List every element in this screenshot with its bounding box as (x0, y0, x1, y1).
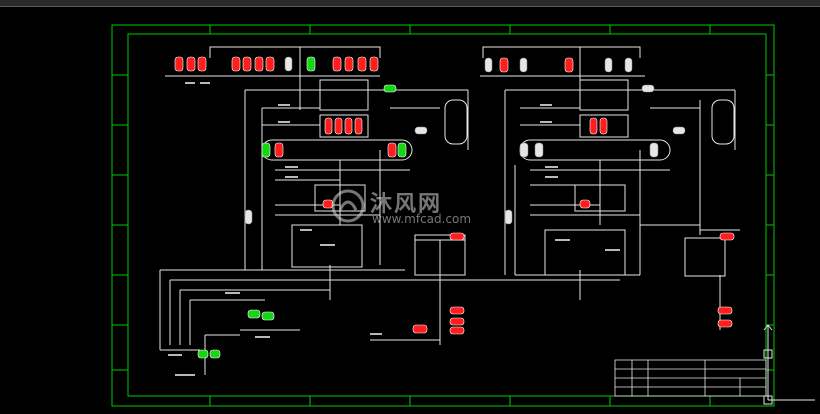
valve-icon (564, 57, 574, 73)
valve-icon (274, 142, 284, 158)
valve-icon (579, 199, 591, 209)
separator-right (574, 184, 626, 212)
vessel-right (711, 99, 735, 145)
valve-icon (231, 56, 241, 72)
box-right (544, 229, 626, 276)
tag-labels (168, 82, 620, 376)
drawing-frame (111, 24, 775, 407)
valve-icon (519, 142, 529, 158)
valve-icon (534, 142, 544, 158)
unit-right-small (684, 237, 726, 277)
valve-icon (649, 142, 659, 158)
valve-icon (499, 57, 509, 73)
valve-icon (604, 57, 613, 73)
valve-icon (254, 56, 264, 72)
valve-icon (261, 142, 271, 158)
valve-icon (641, 84, 655, 93)
valve-icon (484, 57, 493, 73)
valve-icon (242, 56, 252, 72)
valve-icon (324, 117, 333, 135)
box-left (291, 224, 363, 268)
valve-icon (717, 319, 733, 328)
valve-icon (449, 317, 465, 326)
valve-icon (589, 117, 598, 135)
ucs-axis-icon (763, 324, 815, 405)
reactor-mid-right (579, 114, 629, 138)
unit-left-small (414, 234, 466, 276)
reactor-top-left (319, 79, 369, 111)
valve-icon (354, 117, 363, 135)
valve-cluster-green[interactable] (197, 56, 407, 359)
valve-icon (672, 126, 686, 135)
valve-icon (719, 232, 735, 241)
valve-icon (332, 56, 342, 72)
equipment (261, 79, 735, 277)
valve-icon (387, 142, 397, 158)
valve-cluster-white[interactable] (244, 56, 686, 225)
valve-icon (504, 209, 513, 225)
valve-icon (624, 57, 633, 73)
valve-icon (197, 349, 209, 359)
valve-icon (261, 311, 275, 321)
valve-icon (322, 199, 334, 209)
valve-icon (344, 117, 353, 135)
piping-network (159, 46, 740, 375)
valve-icon (174, 56, 184, 72)
valve-icon (197, 56, 207, 72)
valve-icon (449, 306, 465, 315)
valve-icon (247, 309, 261, 319)
valve-icon (244, 209, 253, 225)
frame-zone-ticks (112, 25, 774, 406)
valve-icon (449, 326, 465, 335)
valve-icon (334, 117, 343, 135)
valve-icon (344, 56, 354, 72)
cad-toolbar-strip (0, 0, 820, 7)
valve-icon (717, 306, 733, 315)
valve-icon (284, 56, 293, 72)
valve-icon (599, 117, 608, 135)
title-block (614, 359, 767, 397)
valve-icon (383, 84, 397, 93)
valve-icon (414, 126, 428, 135)
valve-icon (397, 142, 407, 158)
valve-icon (449, 232, 465, 241)
valve-icon (186, 56, 196, 72)
valve-icon (369, 56, 379, 72)
valve-icon (306, 56, 316, 72)
valve-cluster-red[interactable] (174, 56, 735, 335)
valve-icon (265, 56, 275, 72)
valve-icon (519, 57, 528, 73)
vessel-left (444, 99, 468, 145)
reactor-mid-left (319, 114, 369, 138)
valve-icon (209, 349, 221, 359)
reactor-top-right (579, 79, 629, 111)
valve-icon (357, 56, 367, 72)
valve-icon (412, 324, 428, 334)
